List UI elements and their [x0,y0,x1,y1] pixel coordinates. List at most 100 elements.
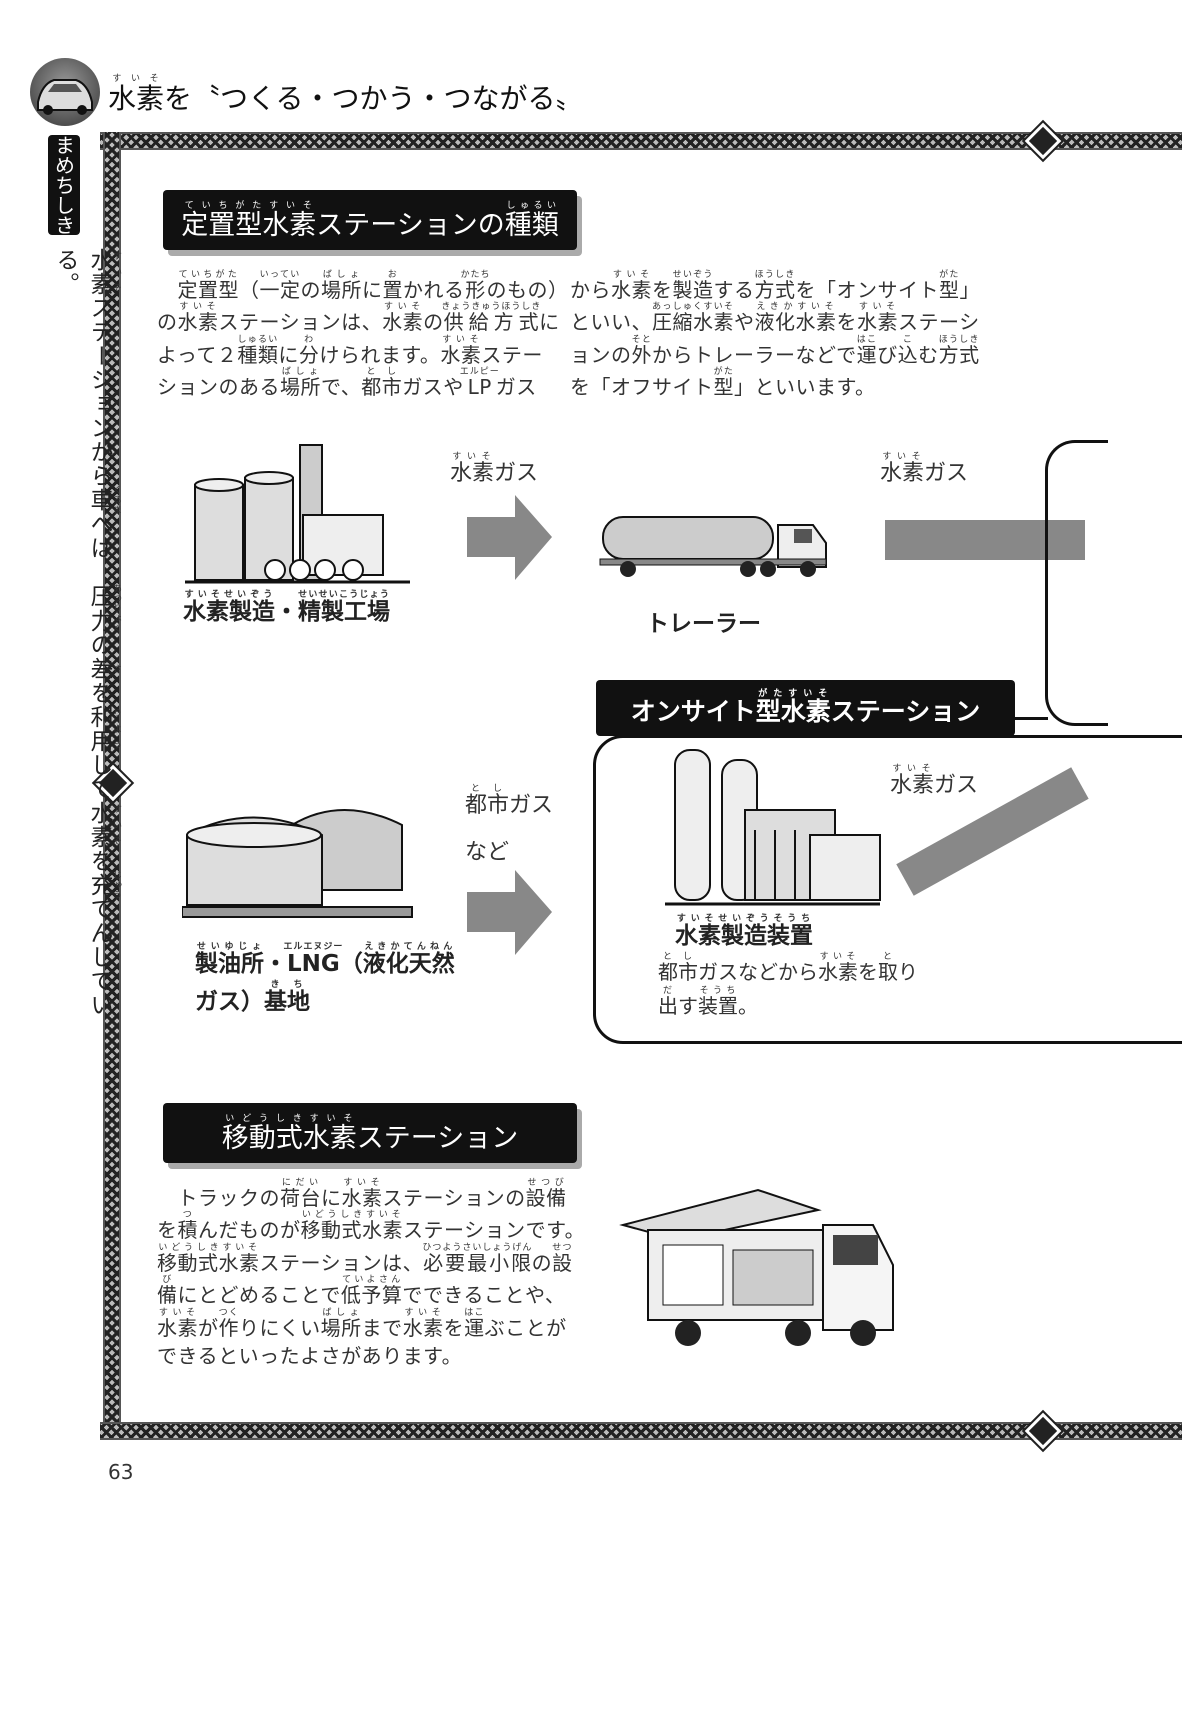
ruby-word: LPエルピー [459,367,500,400]
ruby-word: 外そと [631,334,652,367]
furigana: くるま [111,485,121,515]
furigana: すいそ [341,1178,383,1188]
text-run: りにくい [239,1315,321,1340]
text-run: など [465,840,510,865]
furigana: しゅるい [237,334,279,345]
furigana: いどうしきすいそ [300,1210,403,1221]
text-run: 」 [959,278,980,302]
furigana: すいそ [382,302,424,313]
furigana: にだい [280,1178,321,1188]
text-run: といい、 [570,310,652,335]
text-run: ・ [264,951,287,977]
text-run: ステー [481,342,543,367]
text-run: ステーションの [316,210,505,241]
furigana: ばしょ [320,1307,362,1318]
ruby-word: 水素すいそ [402,1307,444,1340]
ruby-word: 低予算ていよさん [340,1275,403,1308]
furigana: すいそ [108,74,165,84]
furigana: あつりょく [111,583,121,634]
text-run: ぶことが [484,1315,567,1340]
text-run: を [443,1315,465,1340]
ruby-word: 水素製造装置すいそせいぞうそうち [675,914,813,949]
furigana: はこ [464,1307,485,1318]
text-run: ステーションは、 [218,310,383,335]
text-run: ガス [934,773,979,798]
furigana: び [157,1275,178,1286]
paragraph-line: 移動式水素いどうしきすいそステーションは、必要最小限ひつようさいしょうげんの設せ… [157,1243,573,1275]
ruby-word: 一定いってい [259,270,301,302]
text-run: ガスなどから [698,960,818,984]
furigana: すいそ [111,801,121,849]
paragraph-line: から水素すいそを製造せいぞうする方式ほうしきを「オンサイト型がた」 [570,270,980,302]
paragraph-line: を「オフサイト型がた」といいます。 [570,367,876,399]
ruby-word: 備び [157,1275,178,1308]
text-run: ステーションから [86,296,112,488]
hydrogen-gas-label-1: 水素すいそガス [450,452,538,487]
text-run: まで [361,1315,403,1340]
text-run: ステーション [830,697,981,726]
ruby-word: 充じゅう [86,870,121,900]
section-heading-stationary: 定置型水素ていちがたすいそステーションの種類しゅるい [163,190,577,250]
text-run: の [86,633,112,657]
refinery-tanks-illustration [182,809,413,918]
text-run: からトレーラーなどで [652,342,857,367]
ruby-word: 設せつ [552,1242,573,1275]
bottom-border [100,1422,1182,1440]
text-run: に [362,278,383,302]
furigana: すいそ [111,248,121,296]
text-run: けられます。 [319,342,441,367]
connector-line [1045,440,1108,726]
text-run: てんしている。 [52,248,112,1017]
ruby-word: 型水素がたすいそ [755,689,831,726]
section-heading-mobile: 移動式水素いどうしきすいそステーション [163,1103,577,1163]
ruby-word: 供給方式きょうきゅうほうしき [441,302,542,335]
text-run: ステーシ [898,310,980,335]
mobile-station-truck-illustration [619,1188,894,1346]
ruby-word: 水素すいそ [86,801,121,849]
furigana: ていちがた [177,270,239,280]
text-run: ステーションです。 [403,1218,586,1243]
text-run: 」といいます。 [734,375,876,400]
text-run: び [877,342,898,367]
furigana: あっしゅくすいそ [652,302,734,313]
text-run: の [531,1250,553,1275]
ruby-word: 水素すいそ [108,74,165,115]
ruby-word: 差さ [86,657,121,681]
furigana: かたち [460,270,491,280]
ruby-word: LNGエルエヌジー [283,942,344,977]
ruby-word: 水素すいそ [890,764,935,798]
ruby-word: 水素すいそ [86,248,121,296]
furigana: がたすいそ [755,689,831,699]
ruby-word: 種類しゅるい [504,201,559,241]
ruby-word: 込こ [897,334,919,367]
text-run: や [734,310,755,335]
furigana: すいそ [157,1307,198,1318]
paragraph-line: 備びにとどめることで低予算ていよさんでできることや、 [157,1275,565,1307]
furigana: がた [939,270,960,280]
furigana: せいぞう [672,270,714,280]
border-diamond [1021,1409,1065,1453]
paragraph-line: ションのある場所ばしょで、都市としガスやLPエルピーガス [157,367,537,399]
ruby-word: 水素すいそ [818,952,858,984]
furigana: エルエヌジー [283,942,344,952]
paragraph-line: の水素すいそステーションは、水素すいその供給方式きょうきゅうほうしきに [157,302,560,334]
city-gas-label: 都市としガス [465,784,553,819]
furigana: がた [713,367,734,378]
furigana: えきかすいそ [754,302,837,313]
onsite-station-heading: オンサイト型水素がたすいそステーション [596,680,1015,736]
paragraph-line: 水素すいそが作つくりにくい場所ばしょまで水素すいそを運はこぶことが [157,1308,567,1340]
furigana: つく [218,1307,239,1318]
text-run: ョンの [570,342,632,367]
page-title: 水素すいそを〝つくる・つかう・つながる〟 [108,74,583,117]
text-run: んだものが [198,1218,301,1243]
text-run: かれる [403,278,465,302]
text-run: を [86,681,112,705]
hydrogen-gas-label-2: 水素すいそガス [880,452,968,487]
paragraph-line: といい、圧縮水素あっしゅくすいそや液化水素えきかすいそを水素すいそステーシ [570,302,980,334]
city-gas-etc-label: など [465,834,509,866]
text-run: の [423,310,444,335]
furigana: とし [658,952,698,962]
furigana: そと [631,334,652,345]
ruby-word: 都市とし [361,367,403,400]
text-run: の [300,278,321,302]
